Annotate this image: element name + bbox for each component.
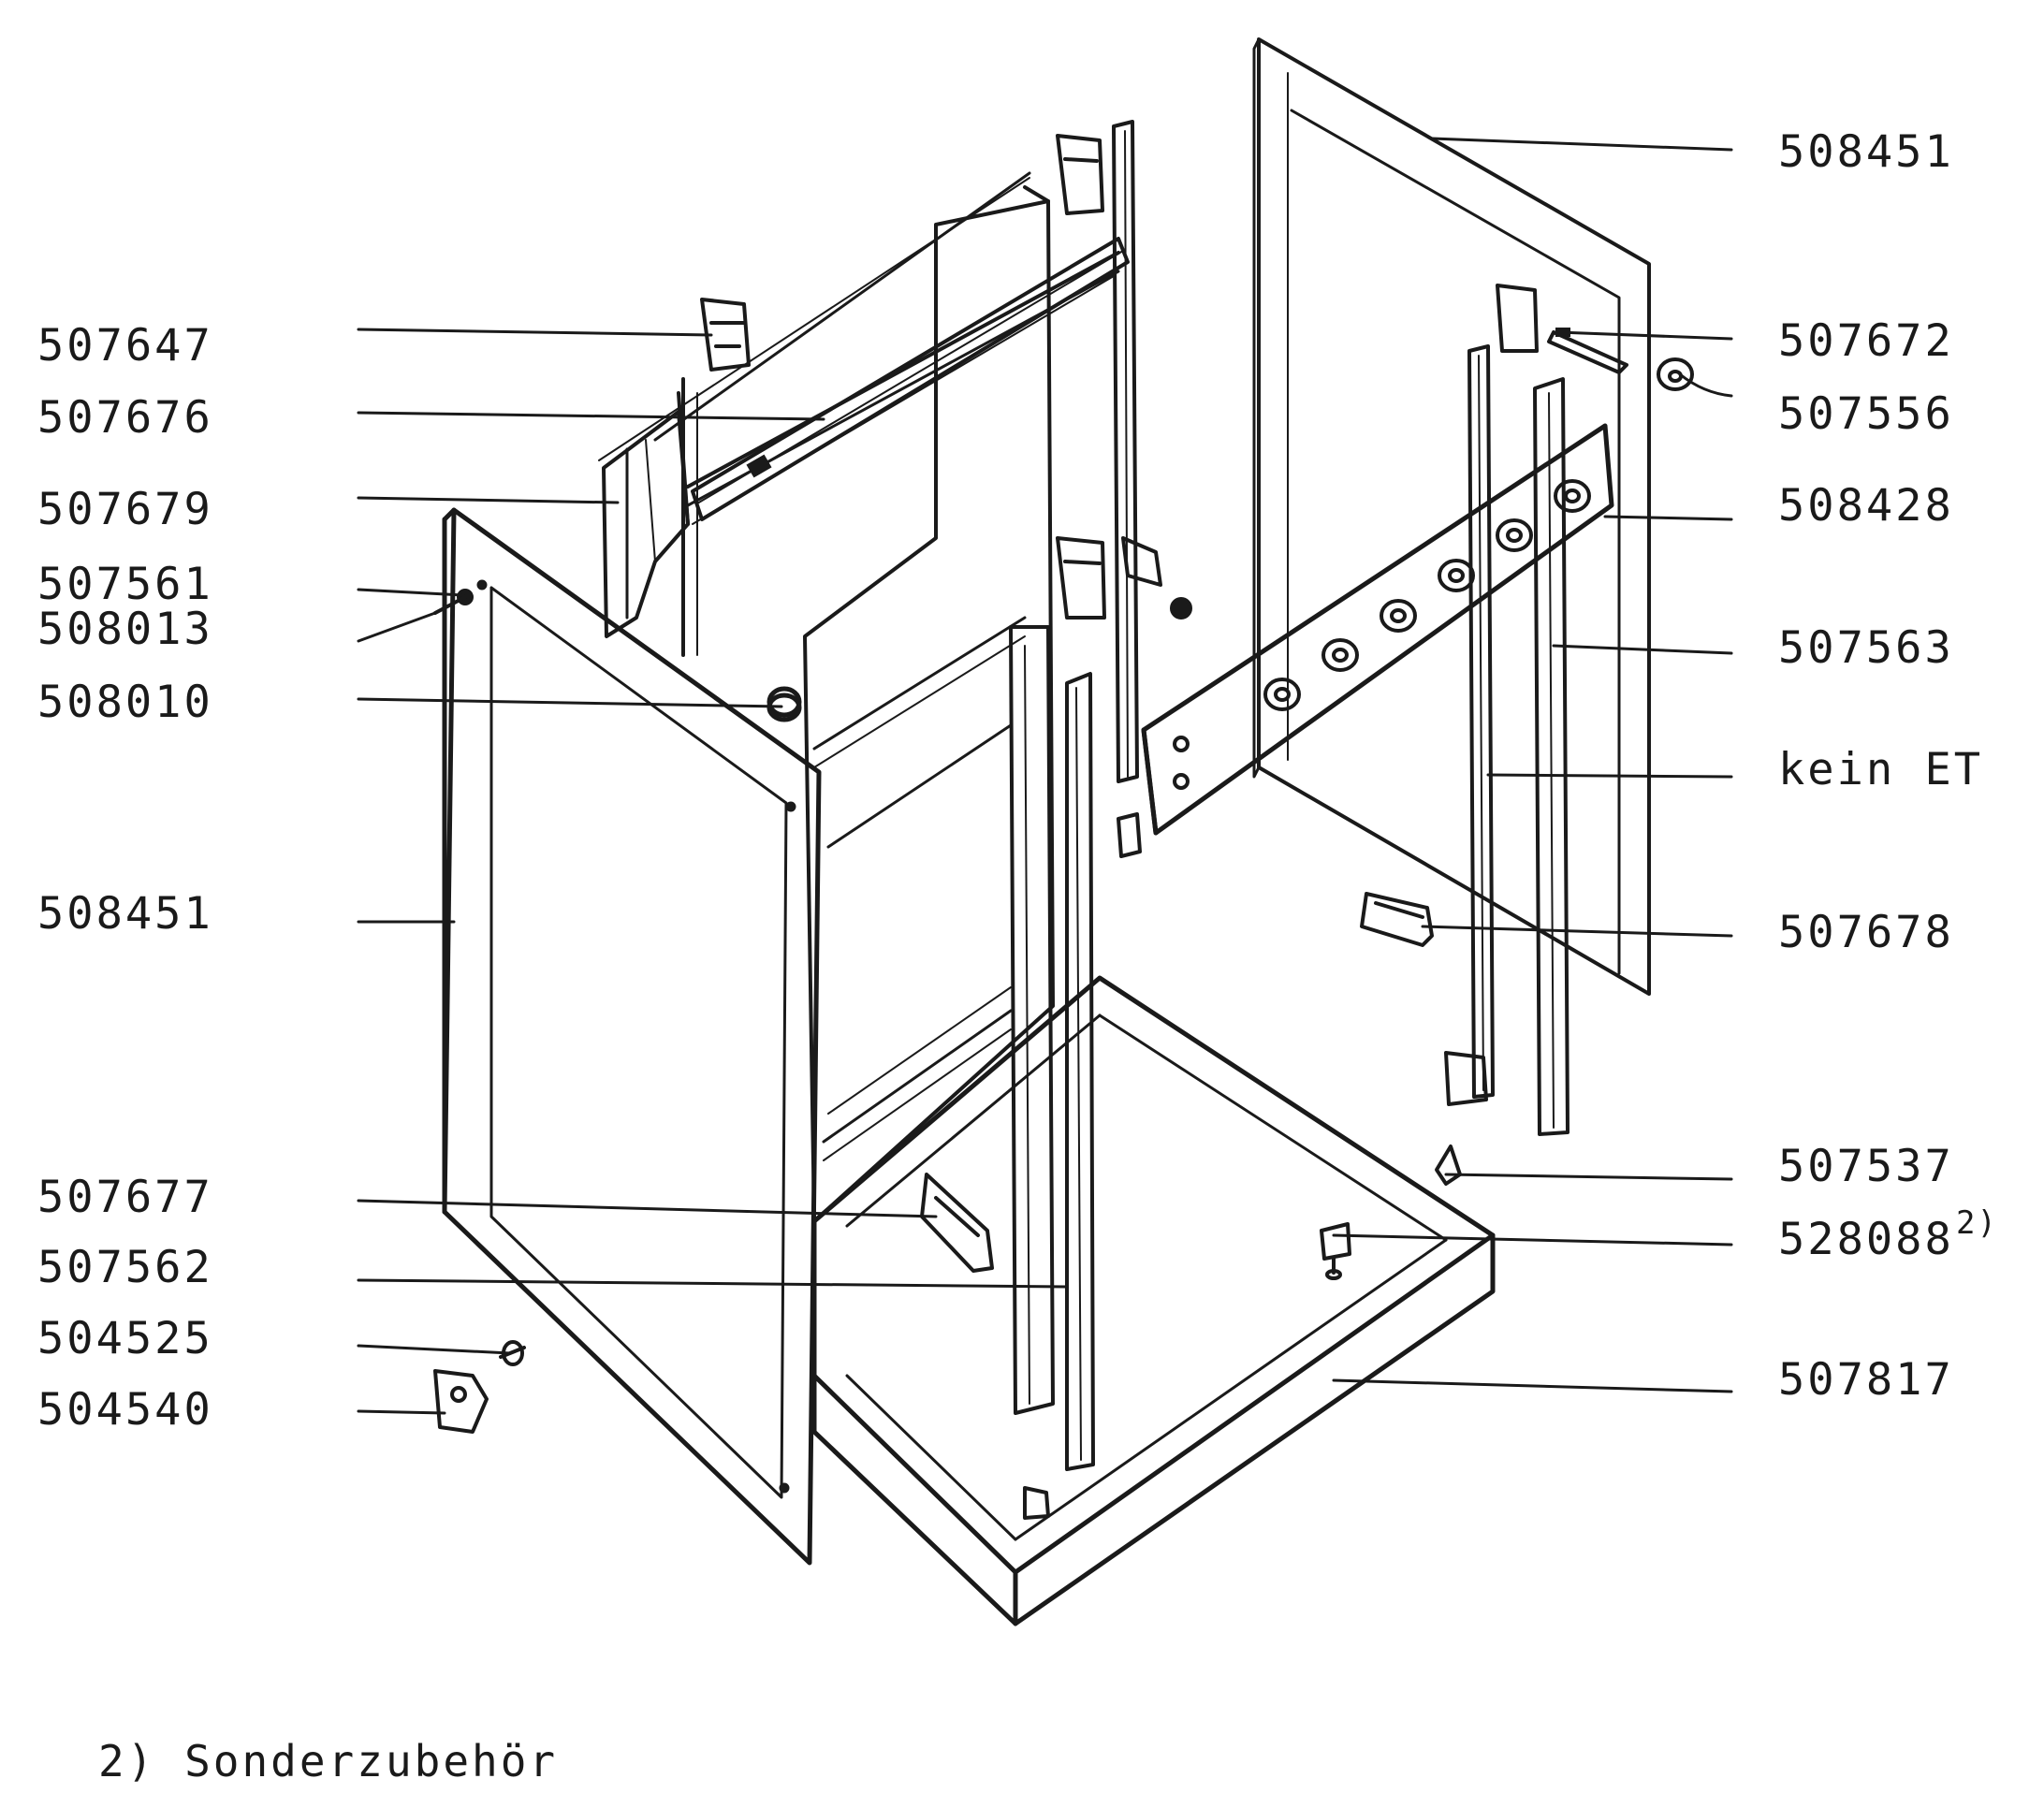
label-507647: 507647 <box>37 320 213 372</box>
part-labels-right: 508451 507672 507556 508428 507563 kein … <box>1778 126 1998 1406</box>
label-507563: 507563 <box>1778 622 1954 674</box>
label-508451-right: 508451 <box>1778 126 1954 178</box>
clip-507561 <box>433 589 474 615</box>
leader-lines <box>357 137 1733 1415</box>
label-507672: 507672 <box>1778 315 1954 367</box>
bracket-507677 <box>920 1173 994 1273</box>
label-508451-left: 508451 <box>37 888 213 940</box>
label-528088: 528088 <box>1778 1214 1954 1265</box>
label-507679: 507679 <box>37 484 213 535</box>
label-507817: 507817 <box>1778 1354 1954 1406</box>
hinge-bracket-507647 <box>700 298 751 372</box>
latch-507672 <box>1496 284 1628 374</box>
hinge-504540 <box>433 1369 489 1434</box>
base-frame <box>811 975 1496 1626</box>
label-507561: 507561 <box>37 559 213 610</box>
foot-528088 <box>1320 1222 1351 1280</box>
label-507677: 507677 <box>37 1172 213 1223</box>
base-corner-piece <box>1023 1486 1050 1520</box>
part-labels-left: 507647 507676 507679 507561 508013 50801… <box>37 320 213 1436</box>
label-507562: 507562 <box>37 1242 213 1293</box>
label-507676: 507676 <box>37 392 213 444</box>
bracket-507678 <box>1360 892 1434 947</box>
control-panel <box>1141 423 1614 836</box>
label-508013: 508013 <box>37 604 213 655</box>
fastener-mid-right <box>1121 536 1192 620</box>
top-rail <box>691 237 1130 521</box>
control-knob-holes <box>1173 479 1591 790</box>
label-504540: 504540 <box>37 1384 213 1436</box>
hinge-bracket-top <box>1056 134 1104 215</box>
label-507556: 507556 <box>1778 388 1954 440</box>
hinge-bracket-mid <box>1056 536 1106 620</box>
front-side-panel <box>442 507 822 1566</box>
label-508428: 508428 <box>1778 480 1954 532</box>
label-508010: 508010 <box>37 677 213 728</box>
knob-507556 <box>1657 357 1694 391</box>
center-rails <box>1009 120 1570 1471</box>
label-507537: 507537 <box>1778 1141 1954 1192</box>
ring-508010 <box>766 686 802 722</box>
rear-side-panel <box>1252 37 1651 996</box>
rail-foot <box>1117 812 1488 1106</box>
label-kein-et: kein ET <box>1778 744 1983 795</box>
footnote: 2) Sonderzubehör <box>98 1736 558 1786</box>
left-back-strip <box>602 410 690 638</box>
clip-507537 <box>1435 1145 1462 1186</box>
label-504525: 504525 <box>37 1313 213 1364</box>
label-528088-footnote-mark: 2) <box>1956 1204 1998 1242</box>
label-507678: 507678 <box>1778 907 1954 958</box>
